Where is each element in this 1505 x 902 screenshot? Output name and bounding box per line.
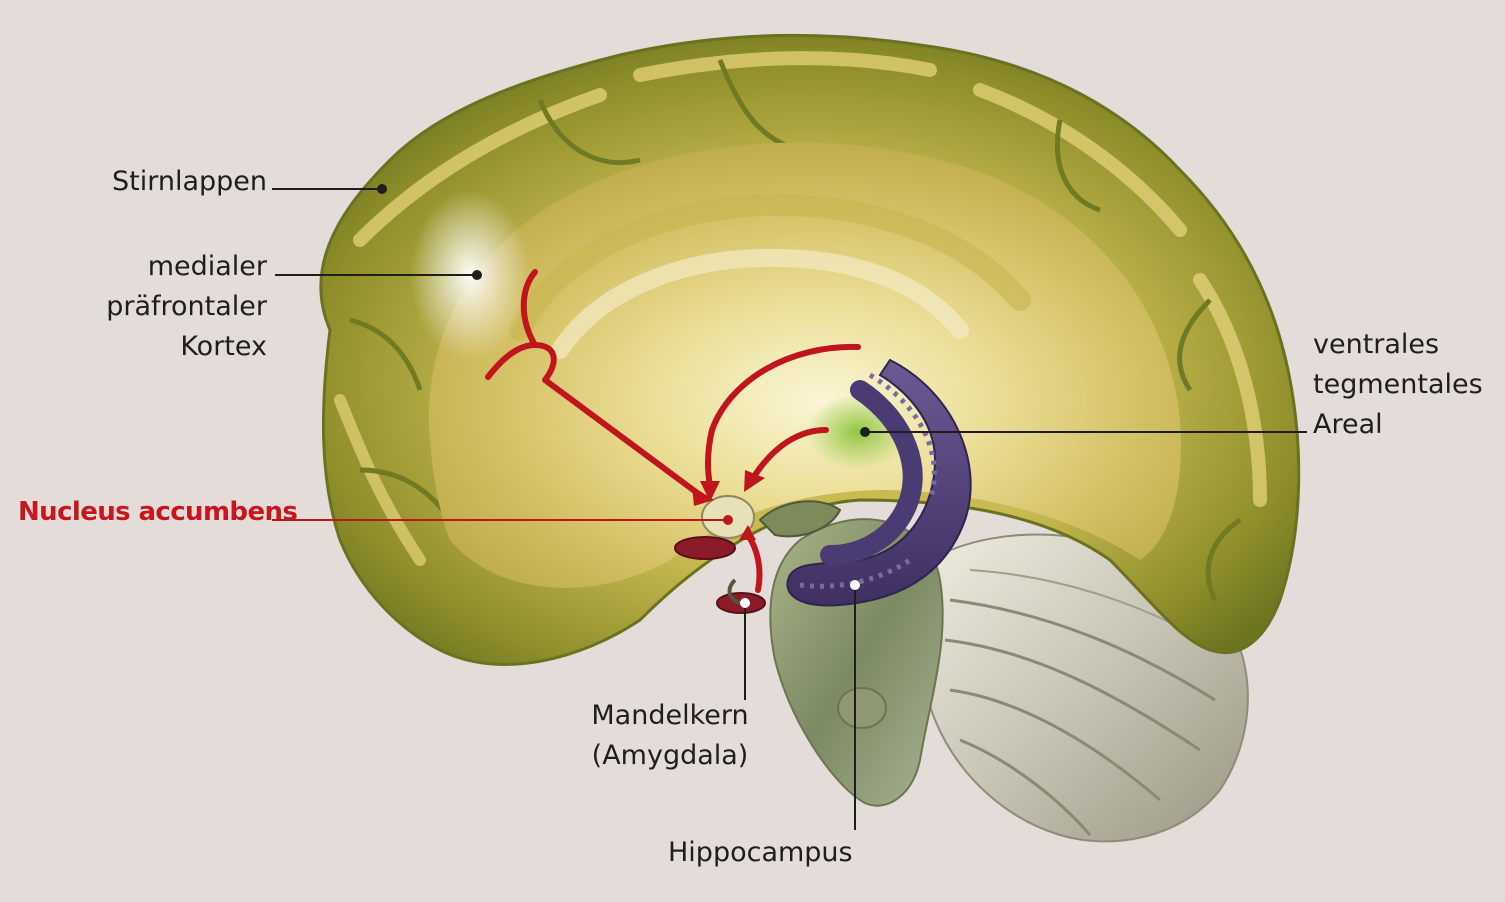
label-amygdala-line1: Mandelkern — [585, 696, 755, 736]
label-mpfc-line3: Kortex — [60, 327, 267, 367]
label-vta-line1: ventrales — [1313, 325, 1439, 365]
label-vta-line2: tegmentales — [1313, 365, 1483, 405]
label-nucleus-accumbens: Nucleus accumbens — [18, 492, 297, 532]
label-amygdala-line2: (Amygdala) — [585, 736, 755, 776]
label-stirnlappen: Stirnlappen — [60, 162, 267, 202]
label-mpfc-line2: präfrontaler — [60, 287, 267, 327]
label-mpfc-line1: medialer — [60, 247, 267, 287]
label-hippocampus: Hippocampus — [668, 833, 853, 873]
pathway-amygdala — [748, 535, 760, 590]
label-vta-line3: Areal — [1313, 405, 1383, 445]
